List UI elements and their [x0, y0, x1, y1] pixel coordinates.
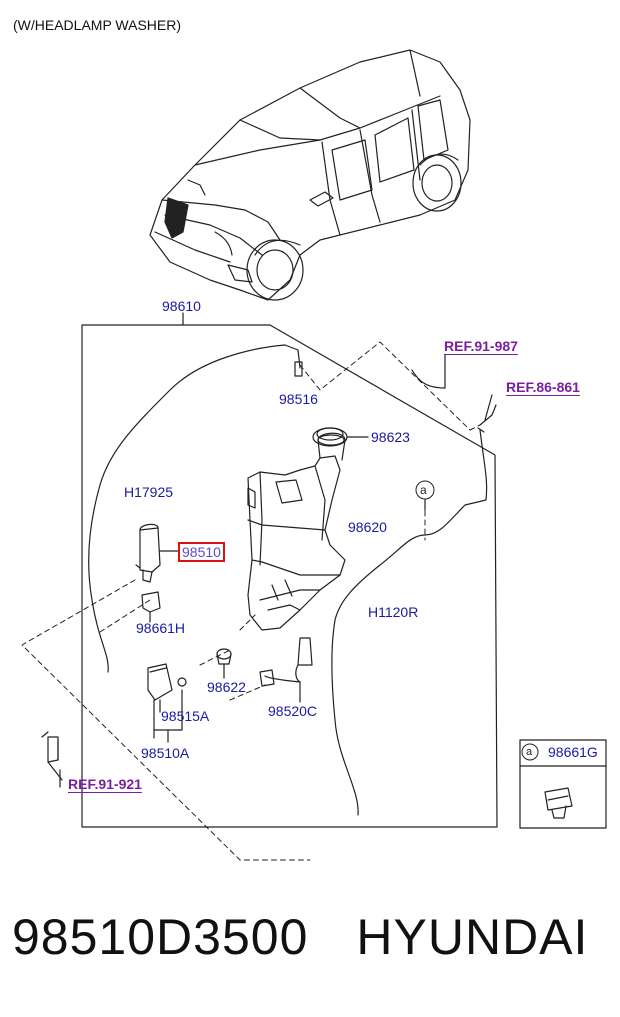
caption-brand: HYUNDAI: [356, 909, 589, 965]
label-inset-part[interactable]: 98661G: [548, 744, 598, 760]
pump-illustration: [135, 523, 181, 583]
parts-diagram: [21, 49, 607, 861]
callout-a-circle: [415, 480, 435, 500]
cap-illustration: [312, 427, 369, 447]
hose-left: [88, 344, 286, 673]
label-assembly[interactable]: 98610: [162, 298, 201, 314]
headlamp-pump-illustration: [147, 663, 187, 743]
ref-link-91-921[interactable]: REF.91-921: [68, 776, 142, 792]
ref-link-86-861[interactable]: REF.86-861: [506, 379, 580, 395]
reservoir-illustration: [247, 432, 346, 631]
vehicle-illustration: [149, 49, 471, 301]
label-hose-left[interactable]: H17925: [124, 484, 174, 500]
grommet-h-illustration: [141, 591, 161, 623]
header-note: (W/HEADLAMP WASHER): [13, 17, 182, 33]
assembly-frame: [81, 324, 498, 828]
level-sensor-illustration: [259, 637, 313, 703]
label-grommet-h[interactable]: 98661H: [136, 620, 186, 636]
reservoir-location-mark: [164, 197, 189, 239]
label-pump-headlamp[interactable]: 98515A: [161, 708, 210, 724]
label-nozzle[interactable]: 98516: [279, 391, 318, 407]
label-level-sensor[interactable]: 98520C: [268, 703, 318, 719]
label-grommet[interactable]: 98622: [207, 679, 246, 695]
caption: 98510D3500 HYUNDAI: [12, 908, 612, 966]
label-reservoir[interactable]: 98620: [348, 519, 387, 535]
inset-a-label: a: [526, 746, 533, 758]
inset-box: [519, 739, 607, 829]
label-pump-selected[interactable]: 98510: [178, 542, 225, 562]
callout-a-label: a: [420, 483, 427, 497]
grommet-illustration: [216, 648, 232, 679]
inset-a-circle: [521, 743, 539, 761]
label-hose-right[interactable]: H1120R: [368, 604, 419, 620]
caption-part-number: 98510D3500: [12, 909, 309, 965]
hose-right: [331, 429, 488, 816]
label-pump-assy[interactable]: 98510A: [141, 745, 190, 761]
ref-link-91-987[interactable]: REF.91-987: [444, 338, 518, 354]
label-cap[interactable]: 98623: [371, 429, 410, 445]
